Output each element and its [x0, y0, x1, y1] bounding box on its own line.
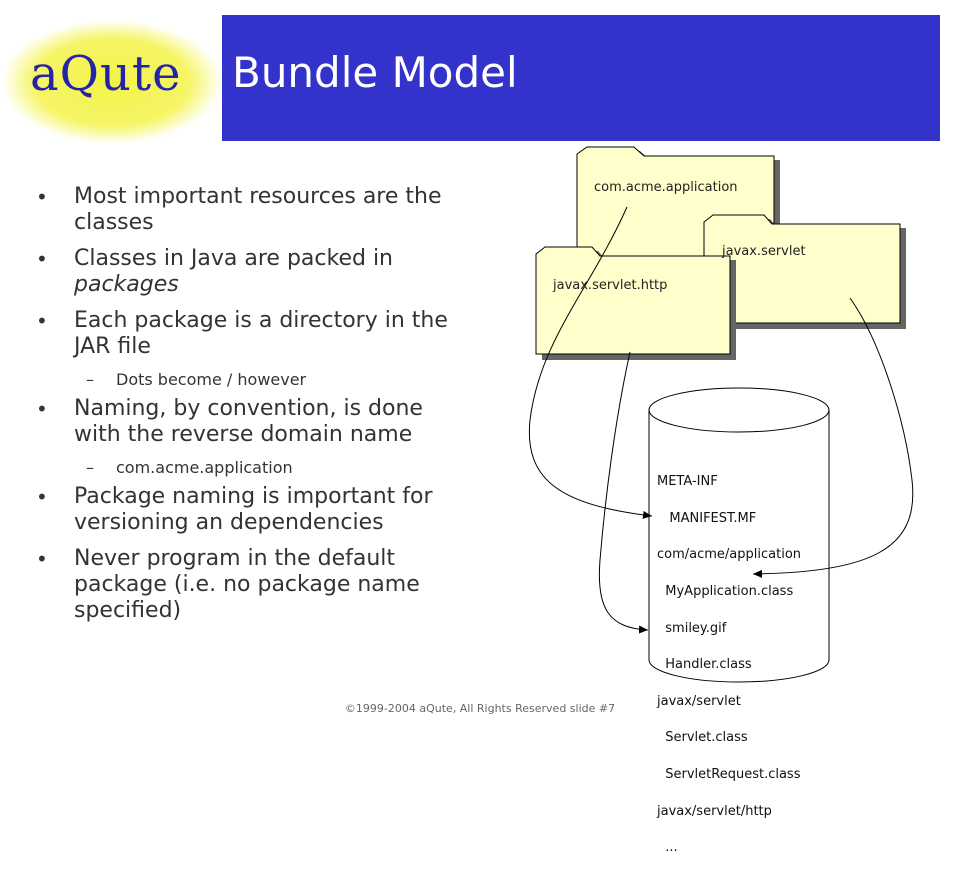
bullet-text: Package naming is important for versioni… [74, 484, 433, 535]
arrow-http-connector [598, 351, 649, 634]
jar-cylinder-icon [648, 387, 830, 683]
folder-label-servlet: javax.servlet [722, 244, 806, 259]
bullet-text: Classes in Java are packed in [74, 246, 393, 271]
jar-entry: com/acme/application [657, 547, 802, 563]
jar-entry: ... [657, 840, 678, 856]
slide-footer: ©1999-2004 aQute, All Rights Reserved sl… [344, 702, 616, 715]
slide-title: Bundle Model [232, 48, 518, 97]
bullet-item: • Package naming is important for versio… [30, 484, 470, 536]
bullet-icon: • [36, 547, 48, 571]
jar-entry: Handler.class [657, 657, 752, 673]
jar-entry: ServletRequest.class [657, 767, 801, 783]
folder-label-http: javax.servlet.http [553, 278, 668, 293]
folder-servlet-icon [703, 214, 906, 329]
bullet-icon: • [36, 309, 48, 333]
bullet-item: • Most important resources are the class… [30, 184, 470, 236]
bundle-diagram [528, 146, 914, 683]
bullet-icon: • [36, 247, 48, 271]
logo: aQute [0, 0, 222, 150]
dash-icon: – [86, 458, 94, 477]
bullet-item: • Naming, by convention, is done with th… [30, 396, 470, 448]
arrow-acme-connector [528, 206, 653, 519]
bullet-item: • Each package is a directory in the JAR… [30, 308, 470, 360]
bullet-italic-text: packages [74, 272, 179, 297]
sub-bullet-text: com.acme.application [116, 458, 293, 477]
jar-entry: smiley.gif [657, 620, 727, 636]
jar-entry: MANIFEST.MF [657, 510, 757, 526]
bullet-icon: • [36, 485, 48, 509]
bullet-item: • Classes in Java are packed in packages [30, 246, 470, 298]
folder-http-icon [535, 246, 736, 360]
sub-bullet-item: – com.acme.application [30, 458, 470, 478]
logo-glow [2, 20, 222, 144]
bullet-icon: • [36, 185, 48, 209]
dash-icon: – [86, 370, 94, 389]
logo-text: aQute [30, 46, 182, 102]
jar-entry: javax/servlet/http [657, 803, 772, 819]
bullet-text: Most important resources are the classes [74, 184, 442, 235]
arrow-servlet-connector [752, 297, 914, 578]
title-bar [222, 15, 940, 141]
folder-label-acme: com.acme.application [594, 180, 738, 195]
jar-entry: javax/servlet [657, 693, 741, 709]
jar-entry: MyApplication.class [657, 584, 794, 600]
bullet-icon: • [36, 397, 48, 421]
jar-contents: META-INF MANIFEST.MF com/acme/applicatio… [657, 455, 801, 876]
sub-bullet-text: Dots become / however [116, 370, 307, 389]
bullet-list: • Most important resources are the class… [30, 184, 470, 634]
sub-bullet-item: – Dots become / however [30, 370, 470, 390]
jar-entry: Servlet.class [657, 730, 748, 746]
bullet-text: Naming, by convention, is done with the … [74, 396, 423, 447]
bullet-text: Each package is a directory in the JAR f… [74, 308, 448, 359]
bullet-text: Never program in the default package (i.… [74, 546, 420, 623]
jar-entry: META-INF [657, 474, 718, 490]
bullet-item: • Never program in the default package (… [30, 546, 470, 624]
